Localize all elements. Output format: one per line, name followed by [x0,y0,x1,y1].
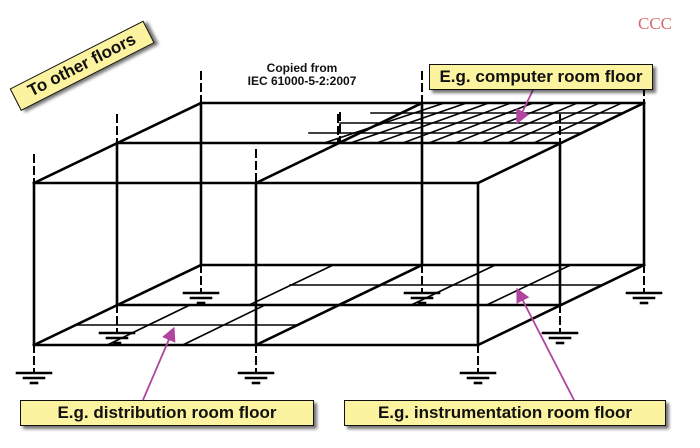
instrumentation-room-arrow [516,287,575,401]
computer-floor-mesh-line [349,101,468,145]
ground-symbols [15,264,663,385]
computer-floor-mesh-line [427,101,535,145]
distribution-floor-mesh-line [181,303,267,347]
credit-line-2: IEC 61000-5-2:2007 [247,74,357,88]
computer-room-arrow [516,89,534,125]
label-instrumentation-room-floor-text: E.g. instrumentation room floor [377,403,633,422]
computer-floor-mesh-line [454,101,557,145]
label-computer-room-floor: E.g. computer room floor [429,64,653,90]
bot-floor-depth-beam [254,263,424,347]
computer-floor-mesh-line [323,101,446,145]
label-distribution-room-floor-text: E.g. distribution room floor [57,403,277,422]
distribution-room-arrow [142,326,176,401]
riser-dashed-lines [33,71,645,184]
computer-floor-mesh-line [375,101,490,145]
computer-floor-mesh-line [532,101,623,145]
instrumentation-floor-mesh-line [485,263,572,307]
label-instrumentation-room-floor: E.g. instrumentation room floor [344,400,666,426]
label-arrows [142,89,575,401]
computer-floor-mesh-line [506,101,601,145]
label-distribution-room-floor: E.g. distribution room floor [20,400,314,426]
watermark: CCC [638,14,673,33]
credit-line-1: Copied from [266,61,338,75]
source-credit: Copied from IEC 61000-5-2:2007 [232,62,372,88]
label-computer-room-floor-text: E.g. computer room floor [439,67,643,86]
instrumentation-floor-mesh-line [248,263,335,307]
computer-floor-mesh-line [480,101,579,145]
